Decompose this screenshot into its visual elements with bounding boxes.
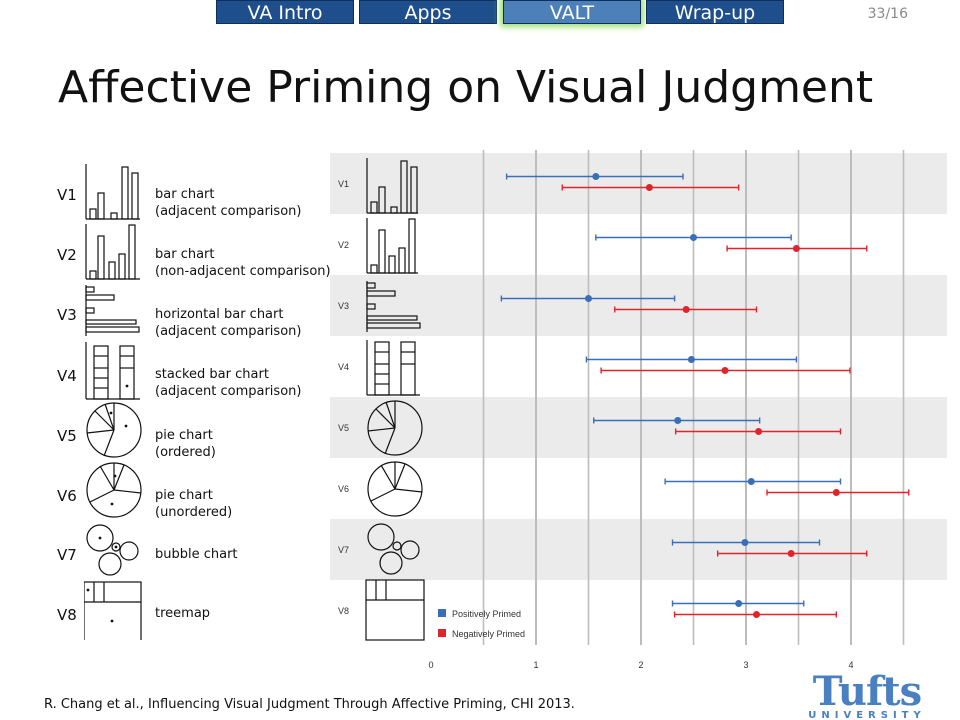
condition-desc-v4: stacked bar chart(adjacent comparison) (155, 367, 302, 399)
gridlines (482, 150, 905, 645)
row-band-v7 (330, 519, 947, 580)
mean-point-v3-negative (682, 306, 690, 313)
condition-desc-v7: bubble chart (155, 547, 238, 562)
mean-point-v1-positive (592, 173, 600, 180)
row-thumb-v7-icon (367, 523, 420, 575)
condition-id-v2: V2 (57, 246, 77, 264)
row-thumb-v4-icon (366, 340, 420, 396)
tab-wrap-up[interactable]: Wrap-up (646, 0, 784, 24)
row-bands (330, 153, 947, 580)
tufts-university-logo: Tufts UNIVERSITY (808, 672, 925, 720)
legend-swatch-positive (438, 609, 446, 617)
tab-apps[interactable]: Apps (359, 0, 497, 24)
svg-text:UNIVERSITY: UNIVERSITY (808, 710, 925, 720)
thumb-stacked-bar-chart-icon (85, 342, 140, 400)
condition-id-v5: V5 (57, 427, 77, 445)
mean-point-v5-positive (674, 417, 682, 424)
condition-id-v7: V7 (57, 546, 77, 564)
mean-point-v4-positive (687, 356, 695, 363)
x-tick-label: 1 (533, 660, 538, 670)
error-bar-marks (500, 173, 910, 618)
row-label-v6: V6 (338, 484, 349, 494)
mean-point-v8-positive (735, 600, 743, 607)
thumb-bar-chart-v2-icon (85, 224, 140, 280)
mean-point-v7-positive (741, 539, 749, 546)
row-label-v3: V3 (338, 301, 349, 311)
row-label-v4: V4 (338, 362, 349, 372)
row-band-v1 (330, 153, 947, 214)
condition-desc-v3: horizontal bar chart(adjacent comparison… (155, 307, 302, 339)
condition-id-v6: V6 (57, 487, 77, 505)
legend-swatch-negative (438, 629, 446, 637)
condition-desc-v6: pie chart(unordered) (155, 488, 233, 520)
mean-point-v3-positive (585, 295, 592, 302)
mean-point-v5-negative (755, 428, 763, 435)
row-thumb-v5-icon (367, 400, 423, 456)
thumb-bar-chart-v1-icon (85, 164, 140, 220)
thumb-treemap-icon (84, 581, 142, 640)
mean-point-v1-negative (645, 184, 653, 191)
mean-point-v7-negative (787, 550, 795, 557)
thumb-horizontal-bar-chart-icon (85, 285, 140, 336)
condition-desc-v8: treemap (155, 606, 211, 621)
legend-label-negative: Negatively Primed (452, 629, 525, 639)
x-tick-label: 0 (428, 660, 433, 670)
condition-desc-v5: pie chart(ordered) (155, 428, 216, 460)
legend-label-positive: Positively Primed (452, 609, 521, 619)
row-band-v3 (330, 275, 947, 336)
tab-valt[interactable]: VALT (503, 0, 641, 24)
slide-title: Affective Priming on Visual Judgment (58, 62, 874, 113)
row-thumb-v8-icon (365, 579, 425, 641)
mean-point-v2-negative (792, 245, 800, 252)
mean-point-v2-positive (690, 234, 697, 241)
row-band-v5 (330, 397, 947, 458)
citation: R. Chang et al., Influencing Visual Judg… (44, 697, 575, 712)
row-label-v7: V7 (338, 545, 349, 555)
x-tick-labels: 0 1 2 3 4 (428, 660, 853, 670)
x-tick-label: 4 (848, 660, 853, 670)
condition-thumbnails (84, 164, 142, 640)
condition-id-v1: V1 (57, 186, 77, 204)
row-thumb-v2-icon (366, 218, 418, 274)
thumb-bubble-chart-icon (86, 524, 139, 576)
thumb-pie-chart-ordered-icon (86, 402, 142, 458)
svg-text:Tufts: Tufts (813, 672, 921, 715)
mean-point-v6-positive (747, 478, 755, 485)
row-thumbnails (365, 158, 425, 641)
row-label-v2: V2 (338, 240, 349, 250)
legend: Positively Primed Negatively Primed (438, 609, 525, 639)
thumb-pie-chart-unordered-icon (86, 462, 142, 518)
row-thumb-v1-icon (366, 158, 418, 214)
row-thumb-v3-icon (366, 281, 421, 332)
row-thumb-v6-icon (367, 461, 423, 517)
x-tick-label: 3 (743, 660, 748, 670)
x-tick-label: 2 (638, 660, 643, 670)
mean-point-v6-negative (832, 489, 840, 496)
tab-va-intro[interactable]: VA Intro (216, 0, 354, 24)
mean-point-v8-negative (753, 611, 760, 618)
mean-point-v4-negative (721, 367, 729, 374)
condition-id-v4: V4 (57, 367, 77, 385)
row-label-v5: V5 (338, 423, 349, 433)
condition-desc-v2: bar chart(non-adjacent comparison) (155, 247, 331, 279)
row-label-v1: V1 (338, 179, 349, 189)
condition-id-v3: V3 (57, 306, 77, 324)
row-label-v8: V8 (338, 606, 349, 616)
condition-desc-v1: bar chart(adjacent comparison) (155, 187, 302, 219)
condition-id-v8: V8 (57, 606, 77, 624)
page-number: 33/16 (867, 6, 908, 22)
